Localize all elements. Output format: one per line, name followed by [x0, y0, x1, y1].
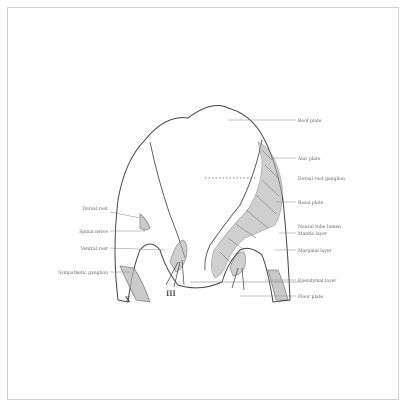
label-mantle-layer: Mantle layer	[298, 231, 328, 237]
label-alar-plate: Alar plate	[297, 156, 321, 162]
marker-left: X	[125, 295, 131, 304]
label-sympathetic-ganglion: Sympathetic ganglion	[58, 270, 108, 276]
marker-bottom: III	[166, 289, 176, 298]
left-leaders	[110, 212, 165, 272]
label-dorsal-root-ganglion: Dorsal root ganglion	[298, 176, 345, 182]
label-roof-plate: Roof plate	[298, 118, 322, 124]
label-basal-plate: Basal plate	[298, 200, 324, 206]
left-ganglion	[166, 240, 187, 287]
label-spinal-nerve: Spinal nerve	[79, 229, 108, 235]
lumen-left-wall	[150, 142, 185, 258]
label-neural-tube-lumen: Neural tube lumen	[298, 224, 341, 230]
label-ependymal-layer: Ependymal layer	[298, 278, 337, 284]
label-ventral-root: Ventral root	[80, 246, 108, 252]
label-dorsal-root: Dorsal root	[82, 206, 108, 212]
label-floor-plate: Floor plate	[298, 294, 323, 300]
right-ganglion	[230, 252, 246, 290]
label-marginal-layer: Marginal layer	[298, 248, 333, 254]
